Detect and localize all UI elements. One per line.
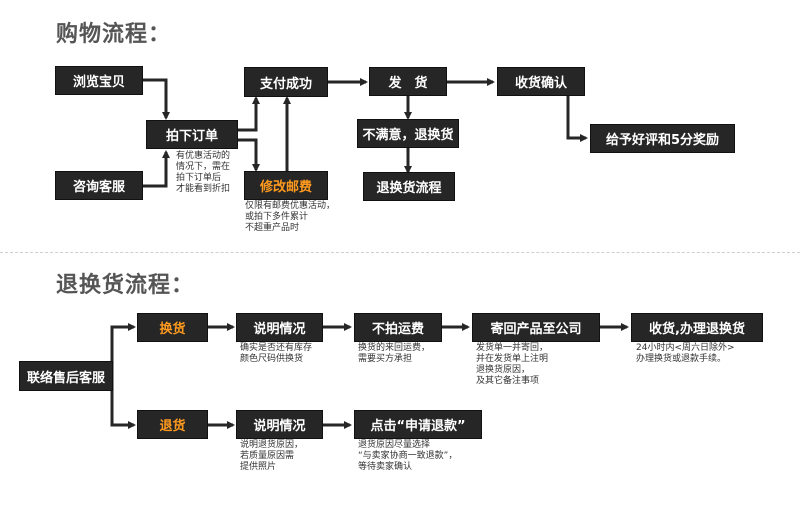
explain-refund-note: 说明退货原因， 若质量原因需 提供照片 [240, 440, 304, 472]
contact-service-box: 联络售后客服 [20, 362, 112, 390]
postage-discount-note: 仅限有邮费优惠活动， 或拍下多件累计 不超重产品时 [245, 201, 336, 233]
receive-process-box: 收货,办理退换货 [632, 314, 762, 341]
arrow-order-to-pay [237, 96, 260, 132]
consult-box: 咨询客服 [56, 172, 142, 199]
arrow-order-to-modify [237, 138, 260, 172]
return-flow-box: 退换货流程 [364, 173, 454, 200]
order-box: 拍下订单 [147, 121, 237, 148]
arrow-contact-to-refund [110, 376, 136, 429]
click-refund-note: 退货原因尽量选择 “与卖家协商一致退款”， 等待卖家确认 [358, 440, 458, 472]
arrow-confirm-to-review [566, 95, 588, 142]
returns-flow-title: 退换货流程： [56, 273, 195, 298]
shopping-flow-title: 购物流程： [56, 22, 172, 47]
explain-exchange-note: 确实是否还有库存 颜色尺码供换货 [240, 343, 313, 364]
refund-box: 退货 [138, 411, 207, 438]
send-back-note: 发货单一并寄回， 并在发货单上注明 退换货原因， 及其它备注事项 [476, 343, 549, 386]
browse-box: 浏览宝贝 [56, 67, 142, 94]
no-shipping-fee-note: 换货的来回运费， 需要买方承担 [358, 343, 431, 364]
receive-process-note: 24小时内<周六日除外> 办理换货或退款手续。 [636, 343, 735, 364]
arrow-consult-to-order [143, 150, 170, 188]
arrow-contact-to-exchange [110, 323, 136, 376]
order-discount-note: 有优惠活动的 情况下，需在 拍下订单后 才能看到折扣 [176, 151, 231, 194]
pay-box: 支付成功 [245, 68, 327, 96]
send-back-box: 寄回产品至公司 [473, 314, 599, 341]
explain-refund-box: 说明情况 [237, 411, 322, 438]
exchange-box: 换货 [138, 314, 207, 341]
explain-exchange-box: 说明情况 [237, 314, 322, 341]
click-refund-box: 点击“申请退款” [355, 411, 481, 438]
arrow-browse-to-order [143, 78, 170, 120]
unsatisfied-box: 不满意，退换货 [358, 120, 458, 147]
section-divider [0, 252, 800, 253]
confirm-receipt-box: 收货确认 [498, 68, 584, 95]
no-shipping-fee-box: 不拍运费 [355, 314, 441, 341]
review-box: 给予好评和5分奖励 [591, 125, 734, 152]
modify-postage-box: 修改邮费 [245, 172, 327, 199]
ship-box: 发 货 [370, 68, 446, 95]
